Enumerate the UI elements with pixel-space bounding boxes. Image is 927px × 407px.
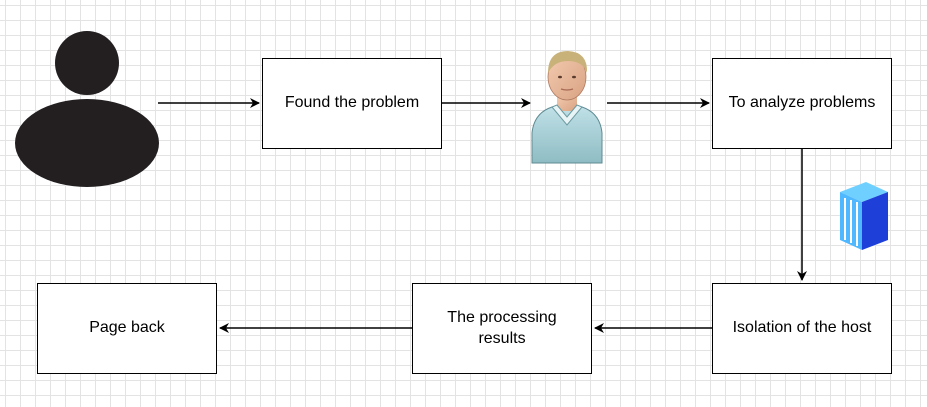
node-label: The processing results bbox=[447, 308, 557, 347]
node-the-processing-results[interactable]: The processing results bbox=[412, 283, 592, 374]
node-label: To analyze problems bbox=[728, 94, 876, 112]
server-icon[interactable] bbox=[838, 180, 890, 252]
user-silhouette-icon[interactable] bbox=[14, 30, 160, 188]
operator-avatar-icon[interactable] bbox=[528, 47, 606, 165]
node-to-analyze-problems[interactable]: To analyze problems bbox=[712, 58, 892, 149]
node-label: Page back bbox=[89, 319, 165, 337]
node-label: Isolation of the host bbox=[732, 319, 872, 337]
node-page-back[interactable]: Page back bbox=[37, 283, 217, 374]
node-found-the-problem[interactable]: Found the problem bbox=[262, 58, 442, 149]
node-label: Found the problem bbox=[284, 94, 420, 112]
node-isolation-of-the-host[interactable]: Isolation of the host bbox=[712, 283, 892, 374]
